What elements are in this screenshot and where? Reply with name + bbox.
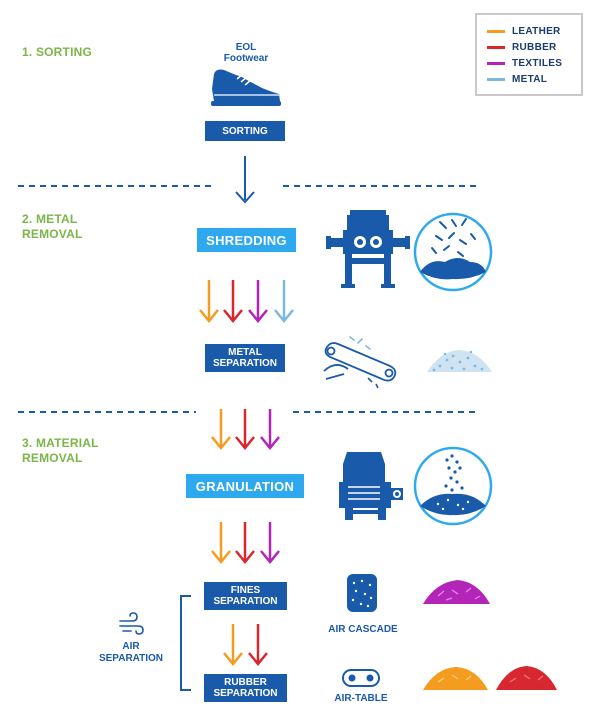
arrow-metal-1	[274, 280, 294, 323]
arrow-textiles-3	[260, 522, 280, 564]
arrow-rubber-2	[235, 409, 255, 450]
arrow-rubber-1	[223, 280, 243, 323]
sorting-box: SORTING	[205, 121, 285, 141]
arrow-leather-1	[199, 280, 219, 323]
wind-icon	[119, 612, 144, 635]
stage-label-sorting: 1. SORTING	[22, 45, 93, 59]
arrow-leather-3	[211, 522, 231, 564]
legend-item-leather: LEATHER	[487, 24, 561, 38]
shredding-box: SHREDDING	[197, 228, 296, 252]
metal-separation-box: METAL SEPARATION	[205, 344, 285, 372]
arrow-rubber-4	[248, 624, 268, 666]
legend-label-leather: LEATHER	[512, 25, 561, 37]
air-cascade-label: AIR CASCADE	[328, 624, 398, 635]
legend-swatch-leather	[487, 29, 505, 33]
legend-label-textiles: TEXTILES	[512, 57, 563, 69]
magnetic-separator-icon	[323, 336, 397, 389]
legend-label-rubber: RUBBER	[512, 41, 557, 53]
arrow-leather-2	[211, 409, 231, 450]
granulation-box: GRANULATION	[186, 474, 304, 498]
arrow-textiles-2	[260, 409, 280, 450]
air-separation-bracket	[180, 595, 191, 691]
shredded-material-icon	[413, 212, 493, 292]
arrow-textiles-1	[248, 280, 268, 323]
legend-item-metal: METAL	[487, 72, 547, 86]
legend-swatch-textiles	[487, 61, 505, 65]
rubber-separation-box: RUBBER SEPARATION	[204, 674, 287, 702]
legend-item-textiles: TEXTILES	[487, 56, 562, 70]
air-separation-label: AIR SEPARATION	[98, 641, 164, 664]
air-table-icon	[342, 669, 380, 687]
rubber-pile	[496, 666, 557, 690]
shoe-icon	[211, 69, 281, 106]
leather-pile	[423, 667, 488, 690]
legend-swatch-rubber	[487, 45, 505, 49]
eol-footwear-label: EOL Footwear	[223, 42, 269, 64]
legend-item-rubber: RUBBER	[487, 40, 557, 54]
arrow-leather-4	[223, 624, 243, 666]
metal-flakes-pile	[427, 350, 492, 372]
legend-swatch-metal	[487, 77, 505, 81]
fines-separation-box: FINES SEPARATION	[204, 582, 287, 610]
shredder-machine-icon	[326, 210, 410, 288]
granulator-machine-icon	[339, 452, 403, 520]
air-cascade-icon	[347, 574, 377, 612]
granulated-material-icon	[413, 446, 493, 526]
arrow-rubber-3	[235, 522, 255, 564]
stage-label-metal-removal: 2. METAL REMOVAL	[22, 212, 83, 241]
stage-label-material-removal: 3. MATERIAL REMOVAL	[22, 436, 99, 465]
legend-label-metal: METAL	[512, 73, 548, 85]
air-table-label: AIR-TABLE	[334, 693, 388, 704]
textiles-pile	[423, 580, 490, 604]
arrow-sorting-to-shredding	[235, 156, 255, 204]
legend: LEATHER RUBBER TEXTILES METAL	[475, 13, 583, 96]
